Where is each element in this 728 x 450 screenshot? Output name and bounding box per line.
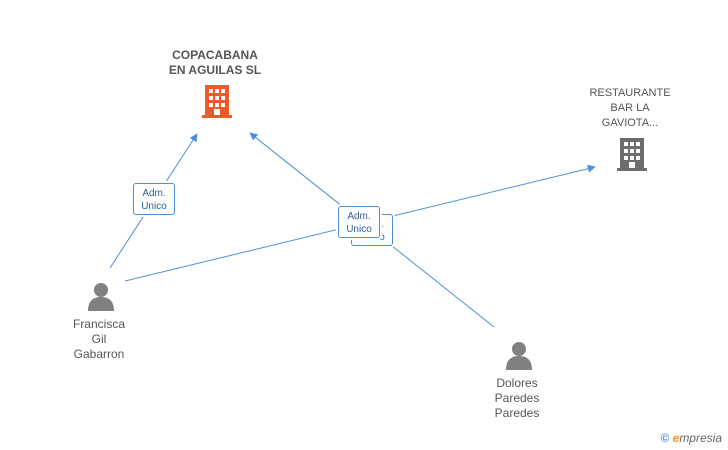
person-label-dolores[interactable]: Dolores Paredes Paredes — [467, 376, 567, 421]
role-badge-francisca-copacabana[interactable]: Adm. Unico — [133, 183, 175, 215]
building-icon-gaviota[interactable] — [617, 138, 647, 171]
role-badge-dolores-copacabana[interactable]: Adm. Unico — [338, 206, 380, 238]
brand-logo-initial: e — [672, 431, 680, 445]
company-name-line: EN AGUILAS SL — [168, 63, 262, 77]
person-name-line: Paredes — [494, 406, 540, 420]
building-icon-copacabana[interactable] — [202, 85, 232, 118]
company-label-copacabana[interactable]: COPACABANA EN AGUILAS SL — [150, 48, 280, 78]
person-name-line: Gil — [91, 332, 107, 346]
brand-name: mpresia — [679, 431, 722, 445]
copyright-symbol: © — [660, 431, 670, 445]
role-text: Adm. — [347, 211, 371, 222]
company-name-line: GAVIOTA... — [601, 117, 659, 129]
person-icon-francisca[interactable] — [88, 283, 114, 311]
company-name-line: RESTAURANTE — [589, 87, 671, 99]
role-text: Unico — [141, 201, 167, 212]
footer-brand[interactable]: © empresia — [660, 431, 722, 445]
company-label-gaviota[interactable]: RESTAURANTE BAR LA GAVIOTA... — [575, 86, 685, 131]
person-name-line: Gabarron — [73, 347, 125, 361]
role-text: Unico — [346, 224, 372, 235]
person-label-francisca[interactable]: Francisca Gil Gabarron — [49, 317, 149, 362]
role-text: Adm. — [142, 188, 166, 199]
person-name-line: Dolores — [496, 376, 538, 390]
company-name-line: BAR LA — [610, 102, 650, 114]
person-name-line: Paredes — [494, 391, 540, 405]
company-name-line: COPACABANA — [172, 48, 258, 62]
person-name-line: Francisca — [72, 317, 125, 331]
person-icon-dolores[interactable] — [506, 342, 532, 370]
